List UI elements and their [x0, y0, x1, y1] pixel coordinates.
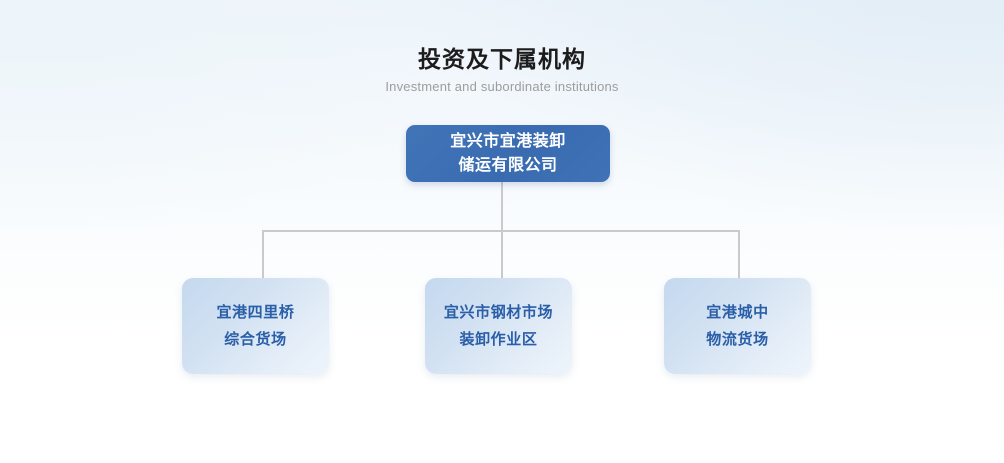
org-node-child-3-label: 宜港城中 物流货场	[706, 304, 769, 348]
page-subtitle: Investment and subordinate institutions	[385, 79, 619, 94]
org-node-child-2-label: 宜兴市钢材市场 装卸作业区	[443, 304, 554, 348]
org-node-child-1[interactable]: 宜港四里桥 综合货场	[182, 278, 329, 374]
page-heading: 投资及下属机构 Investment and subordinate insti…	[0, 44, 1004, 96]
org-node-child-1-label: 宜港四里桥 综合货场	[216, 304, 295, 348]
connector-root-stem	[501, 182, 503, 231]
org-node-root-label: 宜兴市宜港装卸 储运有限公司	[450, 132, 566, 174]
org-node-child-3[interactable]: 宜港城中 物流货场	[664, 278, 811, 374]
org-node-child-2[interactable]: 宜兴市钢材市场 装卸作业区	[425, 278, 572, 374]
connector-drop-child-2	[501, 230, 503, 278]
connector-drop-child-3	[738, 230, 740, 278]
connector-drop-child-1	[262, 230, 264, 278]
page-title: 投资及下属机构	[418, 46, 586, 72]
org-node-root[interactable]: 宜兴市宜港装卸 储运有限公司	[406, 125, 610, 182]
